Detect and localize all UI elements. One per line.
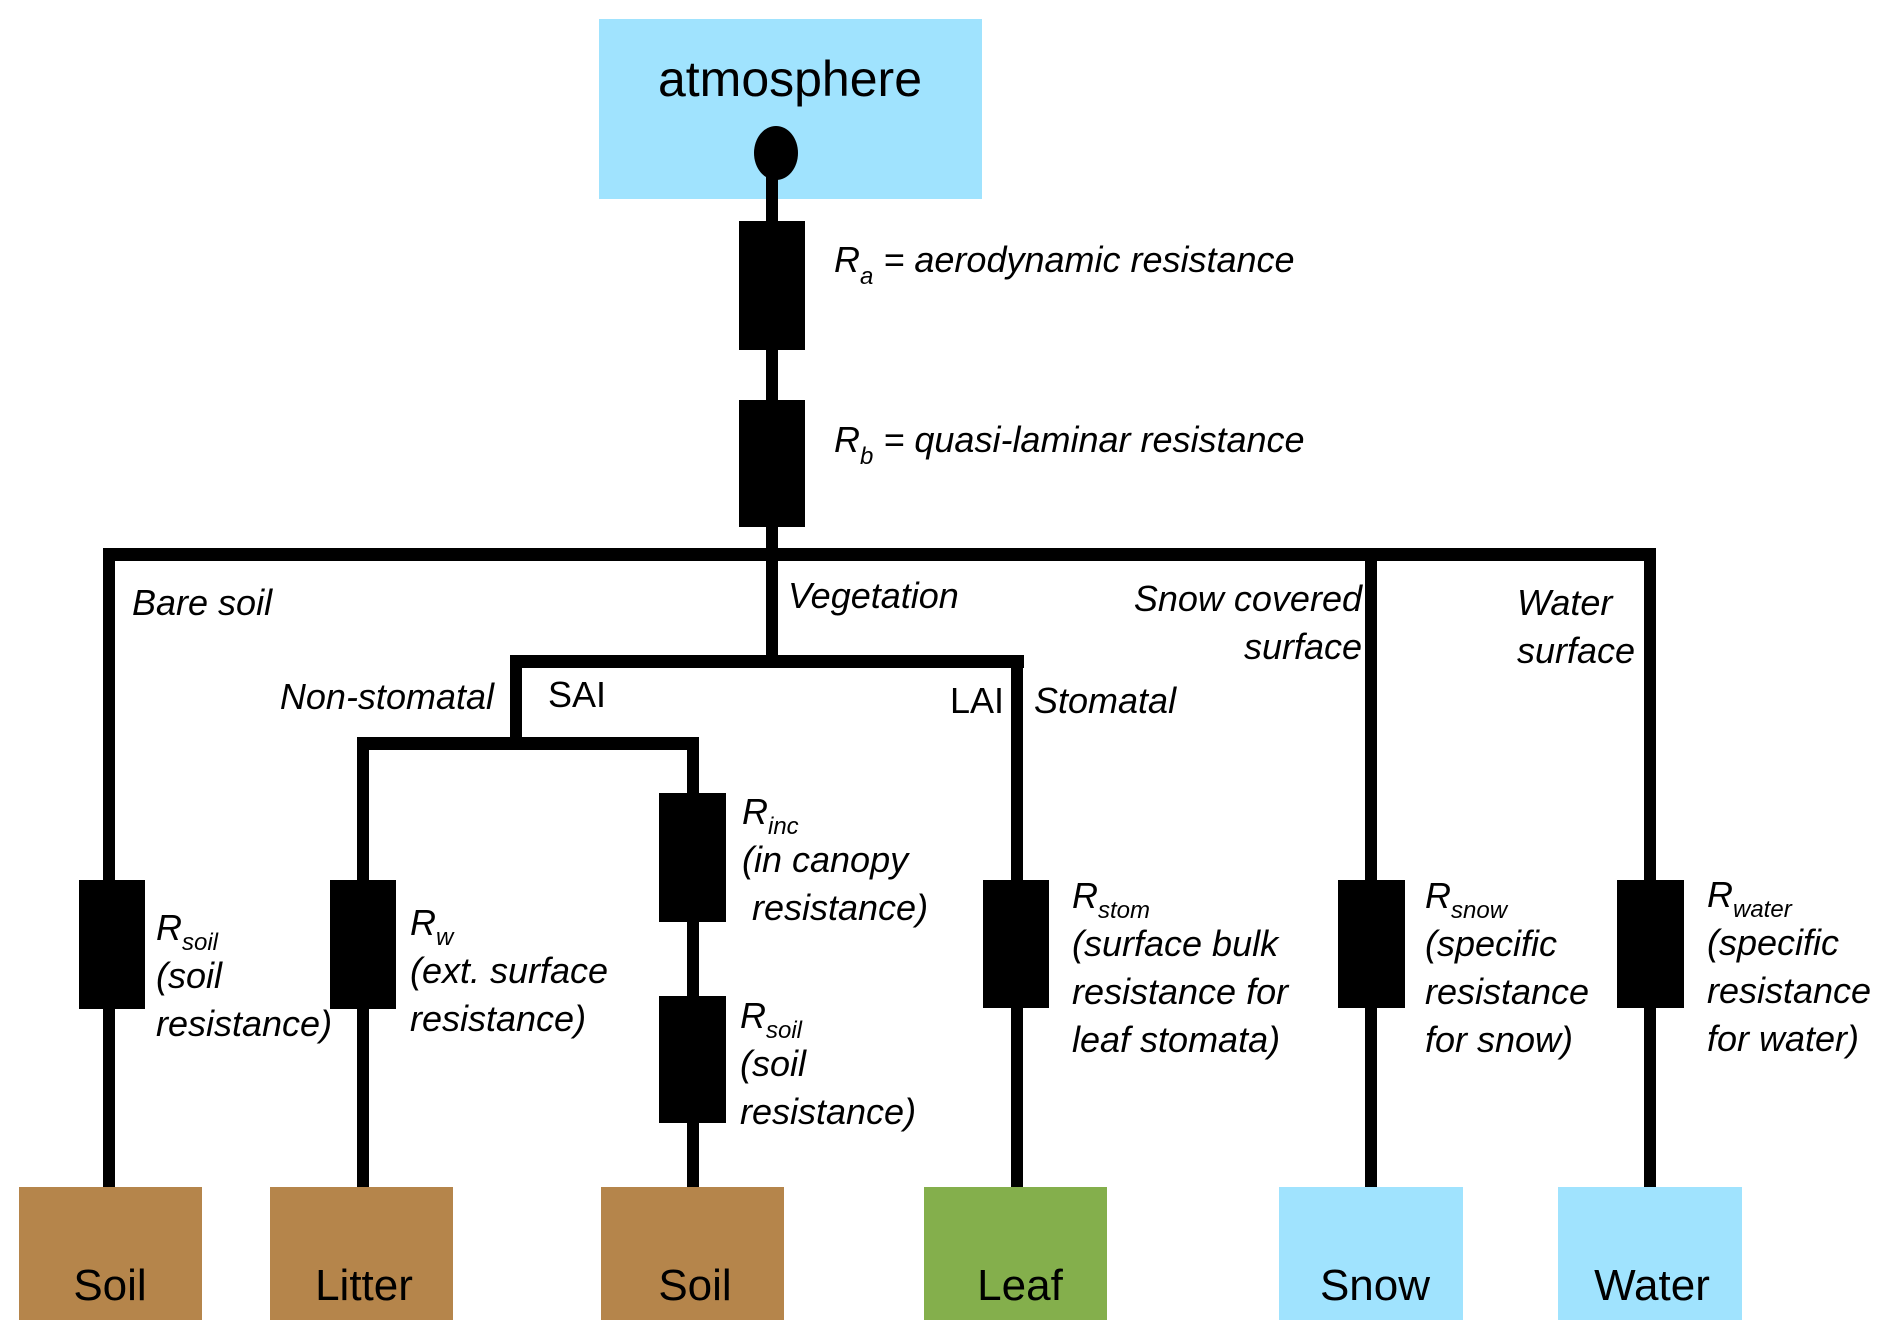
snow-wire — [1365, 548, 1377, 1188]
litter-label: Litter — [315, 1261, 413, 1310]
water-wire — [1644, 548, 1656, 1188]
bottom-node-litter: Litter — [270, 1187, 453, 1320]
bare-soil-wire — [103, 548, 115, 1188]
resistor-rinc: Rinc(in canopy resistance) — [659, 791, 928, 928]
resistor-rsoil-bare-label: Rsoil (soil resistance) — [156, 907, 332, 1044]
non-stomatal-bus — [357, 737, 699, 750]
soil-box — [19, 1187, 202, 1320]
resistor-ra-label: Ra = aerodynamic resistance — [834, 239, 1295, 290]
resistor-rstom-label: Rstom (surface bulk resistance for leaf … — [1072, 875, 1298, 1060]
resistor-rstom-symbol — [983, 880, 1049, 1008]
resistor-rwater-symbol — [1617, 880, 1684, 1008]
resistor-rb: Rb = quasi-laminar resistance — [739, 400, 1305, 527]
resistor-rinc-symbol — [659, 793, 726, 922]
water-box — [1558, 1187, 1742, 1320]
leaf-label: Leaf — [977, 1261, 1063, 1310]
soil-box-canopy — [601, 1187, 784, 1320]
bottom-node-leaf: Leaf — [924, 1187, 1107, 1320]
vegetation-label: Vegetation — [788, 575, 959, 616]
sai-label: SAI — [548, 674, 606, 715]
wires — [103, 126, 1656, 1188]
resistor-rwater: Rwater (specific resistance for water) — [1617, 874, 1881, 1059]
bottom-node-soil-canopy: Soil — [601, 1187, 784, 1320]
sai-wire — [510, 655, 522, 750]
resistor-rsoil-canopy-symbol — [659, 996, 726, 1123]
resistor-rsoil-canopy-label: Rsoil (soil resistance) — [740, 995, 916, 1132]
leaf-box — [924, 1187, 1107, 1320]
atmosphere-label: atmosphere — [658, 51, 922, 107]
bottom-node-snow: Snow — [1279, 1187, 1463, 1320]
resistor-rsnow: Rsnow (specific resistance for snow) — [1338, 875, 1599, 1060]
lai-label: LAI — [950, 680, 1004, 721]
resistor-rsoil-bare: Rsoil (soil resistance) — [79, 880, 332, 1044]
bottom-node-water: Water — [1558, 1187, 1742, 1320]
resistor-rb-label: Rb = quasi-laminar resistance — [834, 419, 1305, 470]
non-stomatal-label: Non-stomatal — [280, 676, 495, 717]
resistor-rsoil-bare-symbol — [79, 880, 145, 1009]
resistor-rwater-label: Rwater (specific resistance for water) — [1707, 874, 1881, 1059]
vegetation-wire — [766, 548, 778, 668]
resistor-rstom: Rstom (surface bulk resistance for leaf … — [983, 875, 1298, 1060]
resistor-rsoil-canopy: Rsoil (soil resistance) — [659, 995, 916, 1132]
stomatal-label: Stomatal — [1034, 680, 1177, 721]
resistor-ra: Ra = aerodynamic resistance — [739, 221, 1295, 350]
resistor-rsnow-label: Rsnow (specific resistance for snow) — [1425, 875, 1599, 1060]
resistor-ra-symbol — [739, 221, 805, 350]
atmosphere-connector-dot — [754, 126, 798, 180]
water-label: Water — [1594, 1261, 1710, 1310]
resistor-rw-label: Rw (ext. surface resistance) — [410, 902, 618, 1039]
vegetation-bus — [510, 655, 1024, 668]
litter-box — [270, 1187, 453, 1320]
bare-soil-label: Bare soil — [132, 582, 273, 623]
bottom-node-soil-bare: Soil — [19, 1187, 202, 1320]
snow-box — [1279, 1187, 1463, 1320]
resistor-rinc-label: Rinc(in canopy resistance) — [742, 791, 928, 928]
resistor-rw-symbol — [330, 880, 396, 1009]
soil-label: Soil — [73, 1261, 146, 1310]
soil-label-canopy: Soil — [658, 1261, 731, 1310]
resistor-rsnow-symbol — [1338, 880, 1405, 1008]
resistor-rb-symbol — [739, 400, 805, 527]
main-bus — [103, 548, 1656, 561]
resistor-rw: Rw (ext. surface resistance) — [330, 880, 618, 1039]
snow-label: Snow — [1320, 1261, 1430, 1310]
